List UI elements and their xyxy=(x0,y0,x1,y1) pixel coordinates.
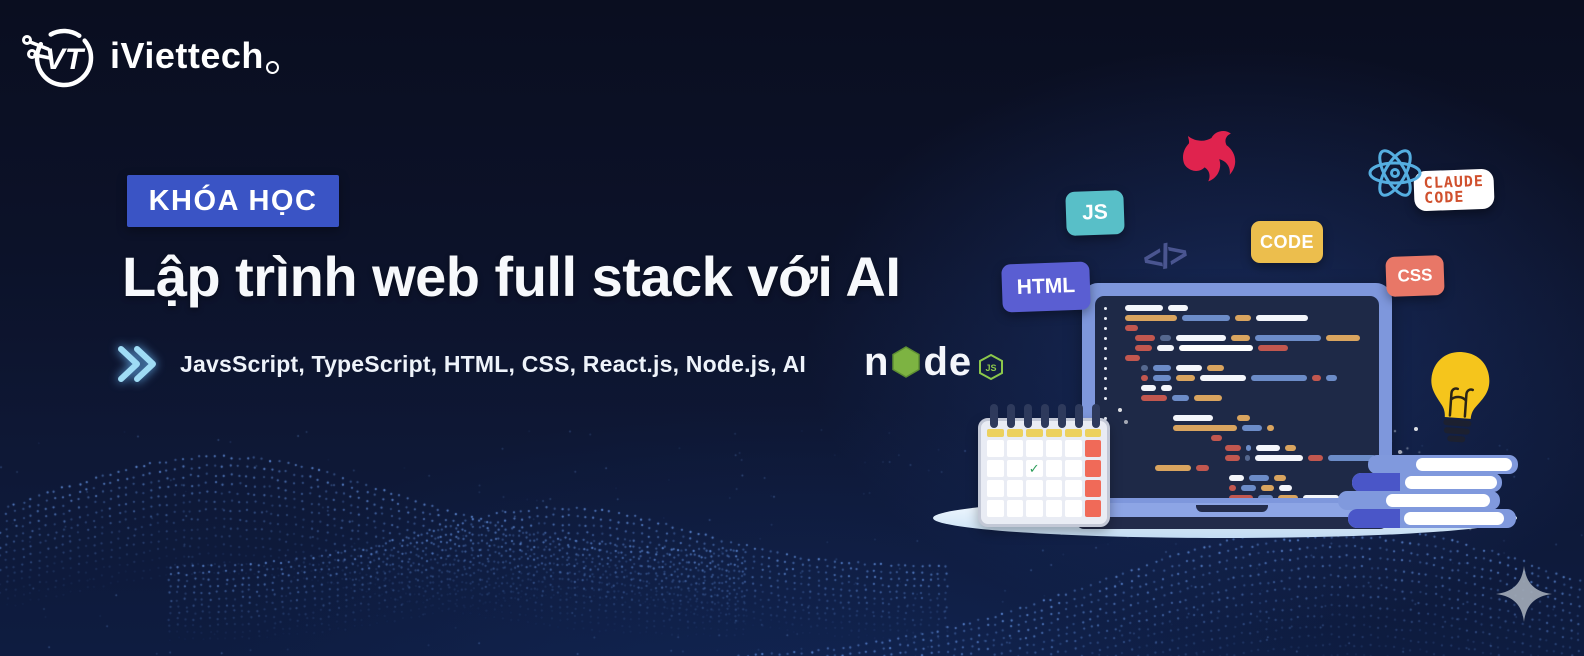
course-badge: KHÓA HỌC xyxy=(127,175,339,227)
svg-text:VT: VT xyxy=(45,43,86,76)
sparkle-dot xyxy=(1398,450,1402,454)
calendar-cell xyxy=(987,460,1004,477)
book-icon xyxy=(1368,455,1518,474)
sparkle-dot xyxy=(1414,427,1418,431)
laptop-code xyxy=(1095,305,1379,498)
html-badge: HTML xyxy=(1001,261,1091,313)
page-title: Lập trình web full stack với AI xyxy=(122,245,901,308)
laptop-screen xyxy=(1095,296,1379,498)
nodejs-js-badge-icon: JS xyxy=(979,353,1004,381)
calendar-cell: ✓ xyxy=(1026,460,1043,477)
nodejs-hexagon-icon xyxy=(892,346,921,378)
calendar-cell xyxy=(1045,500,1062,517)
calendar-cell xyxy=(1065,480,1082,497)
calendar-cell xyxy=(1045,460,1062,477)
calendar-rings xyxy=(978,404,1110,428)
calendar-cell xyxy=(1006,440,1023,457)
brand-ring-dot xyxy=(265,61,279,74)
react-icon xyxy=(1368,149,1422,197)
calendar-cell xyxy=(987,440,1004,457)
code-badge: CODE xyxy=(1251,221,1323,263)
calendar-cell xyxy=(1006,500,1023,517)
lightbulb-icon xyxy=(1431,352,1490,443)
calendar-cell xyxy=(1026,440,1043,457)
code-tag-icon: </> xyxy=(1139,234,1190,280)
calendar-cell xyxy=(1045,480,1062,497)
laptop-base-shadow xyxy=(1076,517,1388,529)
calendar-cell xyxy=(987,480,1004,497)
subtitle-text: JavsScript, TypeScript, HTML, CSS, React… xyxy=(180,350,806,377)
calendar-cell xyxy=(1084,500,1101,517)
calendar-cell xyxy=(1065,500,1082,517)
book-icon xyxy=(1338,491,1500,510)
brand-name: iViettech xyxy=(110,35,279,77)
calendar-icon: ✓ xyxy=(978,404,1110,527)
calendar-cell xyxy=(1065,460,1082,477)
calendar-cell xyxy=(1084,480,1101,497)
calendar-cell xyxy=(1026,480,1043,497)
sparkle-dot xyxy=(1118,408,1122,412)
four-point-star-icon xyxy=(1496,566,1552,622)
calendar-cell xyxy=(1026,500,1043,517)
calendar-cell xyxy=(987,500,1004,517)
brand-logo-icon: VT xyxy=(22,28,94,88)
book-icon xyxy=(1352,473,1502,492)
double-chevron-icon xyxy=(118,346,156,382)
nestjs-icon xyxy=(1183,131,1236,182)
calendar-cell xyxy=(1006,460,1023,477)
svg-text:JS: JS xyxy=(986,363,997,373)
nodejs-letter: e xyxy=(948,340,973,384)
calendar-body: ✓ xyxy=(978,418,1110,527)
sparkle-dot xyxy=(1124,420,1128,424)
calendar-check-icon: ✓ xyxy=(1028,461,1040,476)
css-badge: CSS xyxy=(1385,255,1445,297)
calendar-cell xyxy=(1084,460,1101,477)
brand-logo: VT iViettech xyxy=(20,16,279,96)
claude-code-line2: CODE xyxy=(1423,187,1465,208)
laptop-notch xyxy=(1196,505,1268,512)
laptop-base xyxy=(1054,503,1410,518)
calendar-cell xyxy=(1065,440,1082,457)
calendar-cell xyxy=(1084,440,1101,457)
laptop-illustration xyxy=(1082,283,1392,509)
subtitle-row: JavsScript, TypeScript, HTML, CSS, React… xyxy=(114,341,806,387)
nodejs-letter: n xyxy=(864,340,890,384)
nodejs-logo: n d e JS xyxy=(864,342,1004,382)
js-badge: JS xyxy=(1065,190,1125,236)
calendar-cell xyxy=(1045,440,1062,457)
calendar-cell xyxy=(1006,480,1023,497)
book-icon xyxy=(1348,509,1516,528)
claude-code-badge: CLAUDE CODE xyxy=(1413,168,1495,212)
nodejs-letter: d xyxy=(923,340,949,384)
